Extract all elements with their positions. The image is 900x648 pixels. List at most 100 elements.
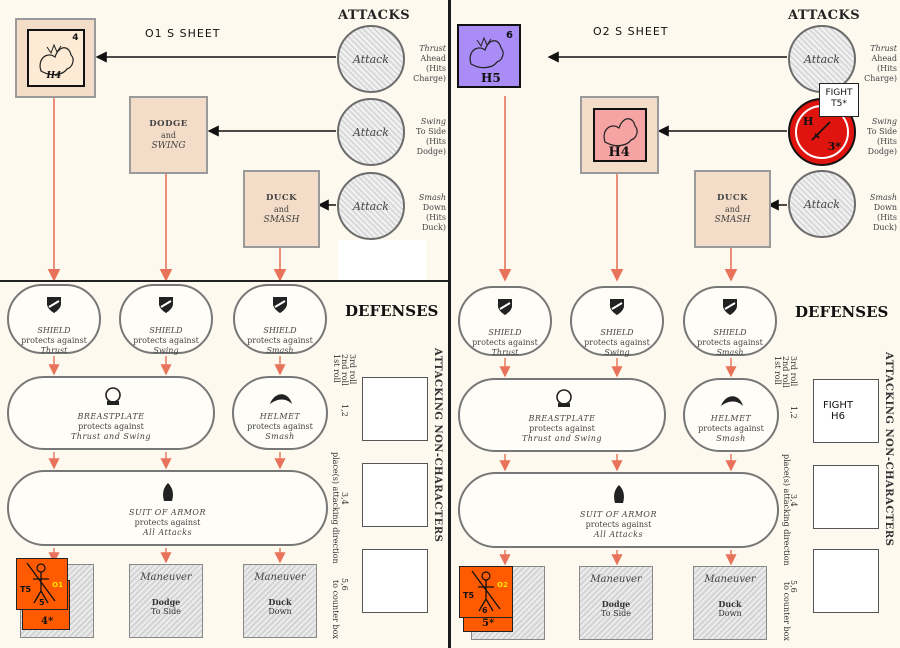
box-label-2: SWING xyxy=(151,140,186,151)
breastplate-node[interactable]: BREASTPLATE protects against Thrust and … xyxy=(7,376,215,450)
attack-circle-thrust[interactable]: Attack xyxy=(788,25,856,93)
attack-desc-thrust: Thrust Ahead (Hits Charge) xyxy=(402,44,446,84)
maneuver-label: Maneuver xyxy=(704,574,756,585)
attack-dir: Ahead xyxy=(420,54,446,63)
defense-target: Smash xyxy=(265,432,295,441)
defense-protects: protects against xyxy=(472,338,538,347)
defense-protects: protects against xyxy=(584,338,650,347)
dodge-swing-box[interactable]: H4 xyxy=(580,96,659,174)
attack-label: Attack xyxy=(353,199,389,213)
attack-desc-thrust: Thrust Ahead (Hits Charge) xyxy=(853,44,897,84)
roll-label-1: 1st roll xyxy=(332,354,341,383)
charge-box[interactable]: 4 H4 xyxy=(15,18,96,98)
shield-thrust[interactable]: SHIELD protects against Thrust xyxy=(458,286,552,357)
knight-icon xyxy=(26,562,56,604)
shield-swing[interactable]: SHIELD protects against Swing xyxy=(119,284,213,355)
defense-protects: protects against xyxy=(529,424,595,433)
roll-box-2[interactable] xyxy=(813,465,879,529)
duck-maneuver-box[interactable]: Maneuver Duck Down xyxy=(243,564,317,638)
shield-smash[interactable]: SHIELD protects against Smash xyxy=(683,286,777,357)
counter-number: 6 xyxy=(506,30,513,41)
character-counter-front[interactable]: T5 O1 5 xyxy=(16,558,68,610)
shield-smash[interactable]: SHIELD protects against Smash xyxy=(233,284,327,355)
attack-circle-smash[interactable]: Attack xyxy=(788,170,856,238)
attack-dir: Down xyxy=(422,203,446,212)
helmet-node[interactable]: HELMET protects against Smash xyxy=(232,376,328,450)
roll-label-2: 2nd roll xyxy=(781,356,790,388)
attack-dir: To Side xyxy=(867,127,897,136)
fight-chit-attack[interactable]: FIGHT T5* xyxy=(819,83,859,117)
attack-type: Swing xyxy=(420,117,446,126)
roll-label-2: 2nd roll xyxy=(340,354,349,386)
roll-row-1: 1,2 xyxy=(789,406,798,419)
roll-box-3[interactable] xyxy=(362,549,428,613)
roll-label-1: 1st roll xyxy=(773,356,782,385)
attack-circle-thrust[interactable]: Attack xyxy=(337,25,405,93)
box-label-2: SMASH xyxy=(263,214,300,225)
helmet-icon xyxy=(721,396,743,406)
roll-box-1[interactable] xyxy=(362,377,428,441)
attack-circle-smash[interactable]: Attack xyxy=(337,172,405,240)
counter-back-value: 4* xyxy=(41,616,54,627)
duck-smash-box[interactable]: DUCK and SMASH xyxy=(694,170,771,248)
monster-counter-h4[interactable]: H4 xyxy=(592,108,647,162)
defense-protects: protects against xyxy=(585,520,652,529)
duck-maneuver-box[interactable]: Maneuver Duck Down xyxy=(693,566,767,640)
roll-row-2: 3,4 xyxy=(340,492,349,505)
armor-node[interactable]: SUIT OF ARMOR protects against All Attac… xyxy=(7,470,328,546)
shield-icon xyxy=(273,297,287,313)
attack-desc-swing: Swing To Side (Hits Dodge) xyxy=(396,117,446,157)
dodge-maneuver-box[interactable]: Maneuver Dodge To Side xyxy=(579,566,653,640)
sheet-divider xyxy=(448,0,451,648)
attack-type: Smash xyxy=(869,193,897,202)
helmet-node[interactable]: HELMET protects against Smash xyxy=(683,378,779,452)
duck-smash-box[interactable]: DUCK and SMASH xyxy=(243,170,320,248)
box-label: DODGE xyxy=(149,118,188,129)
counter-speed: 5 xyxy=(39,598,45,607)
attack-type: Swing xyxy=(871,117,897,126)
counter-tactic: T5 xyxy=(463,591,475,600)
counter-tactic: T5 xyxy=(20,585,32,594)
counter-owner: O1 xyxy=(52,581,63,589)
roll-note-2: to counter box xyxy=(331,580,340,639)
sheet-title: O1 S SHEET xyxy=(145,27,221,40)
armor-node[interactable]: SUIT OF ARMOR protects against All Attac… xyxy=(458,472,779,548)
helmet-icon xyxy=(270,394,292,404)
shield-swing[interactable]: SHIELD protects against Swing xyxy=(570,286,664,357)
character-counter-front[interactable]: T5 O2 6 xyxy=(459,566,513,618)
defense-target: All Attacks xyxy=(142,528,193,537)
shield-thrust[interactable]: SHIELD protects against Thrust xyxy=(7,284,101,355)
monster-counter-h5[interactable]: 6 H5 xyxy=(457,24,521,88)
monster-counter-h4[interactable]: 4 H4 xyxy=(26,29,85,87)
defense-target: Smash xyxy=(716,434,746,443)
roll-label-3: 3rd roll xyxy=(789,356,798,387)
defense-target: Thrust and Swing xyxy=(70,432,152,441)
maneuver-dir: Down xyxy=(268,607,292,616)
breastplate-node[interactable]: BREASTPLATE protects against Thrust and … xyxy=(458,378,666,452)
attack-hits: (Hits Dodge) xyxy=(867,137,897,156)
combat-sheet-2: O2 S SHEET ATTACKS Attack Thrust Ahead (… xyxy=(451,0,900,648)
sheet2-arrows xyxy=(498,51,787,566)
defense-name: SHIELD xyxy=(263,326,297,335)
defense-protects: protects against xyxy=(247,336,313,345)
defense-target: Swing xyxy=(153,346,179,355)
fight-chit-roll[interactable]: FIGHT H6 xyxy=(820,396,856,426)
dragon-icon xyxy=(469,36,504,69)
defense-name: SHIELD xyxy=(37,326,71,335)
attack-label: Attack xyxy=(353,125,389,139)
maneuver-label: Maneuver xyxy=(254,572,306,583)
roll-box-2[interactable] xyxy=(362,463,428,527)
dodge-maneuver-box[interactable]: Maneuver Dodge To Side xyxy=(129,564,203,638)
attack-hits: (Hits Dodge) xyxy=(416,137,446,156)
defense-name: HELMET xyxy=(710,414,752,423)
dodge-swing-box[interactable]: DODGE and SWING xyxy=(129,96,208,174)
blank-patch xyxy=(338,240,426,280)
roll-box-1[interactable]: FIGHT H6 xyxy=(813,379,879,443)
defense-protects: protects against xyxy=(697,338,763,347)
roll-box-3[interactable] xyxy=(813,549,879,613)
attack-circle-swing[interactable]: Attack xyxy=(337,98,405,166)
maneuver-action: Dodge xyxy=(601,599,631,609)
counter-strength: H5 xyxy=(481,71,501,85)
counter-speed: 6 xyxy=(482,606,488,615)
maneuver-action: Duck xyxy=(268,597,292,607)
